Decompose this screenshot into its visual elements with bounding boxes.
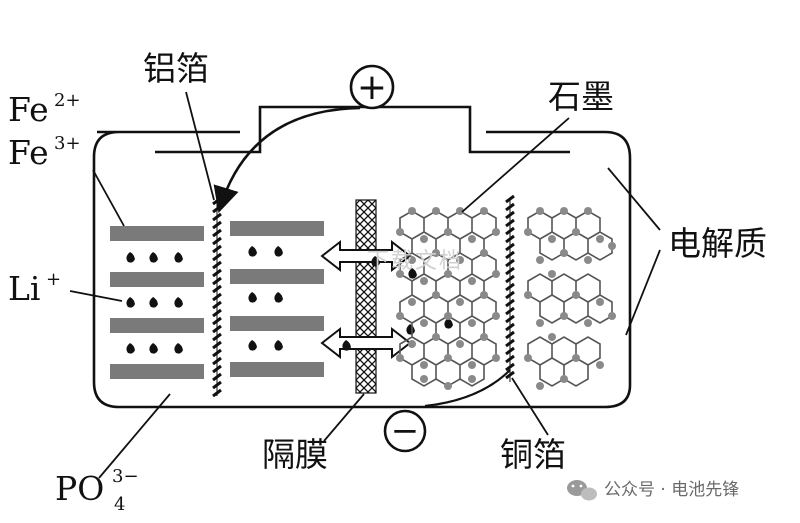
li-ion — [149, 343, 158, 354]
cathode-plate — [230, 221, 324, 236]
label-electrolyte: 电解质 — [668, 224, 767, 263]
label-fe2-charge: 2+ — [54, 90, 81, 111]
label-separator: 隔膜 — [262, 435, 328, 474]
label-li-charge: + — [46, 269, 61, 290]
cathode-plate — [230, 316, 324, 331]
li-ion — [248, 246, 257, 257]
li-ion — [274, 246, 283, 257]
leader-lines — [69, 91, 661, 479]
li-ion — [174, 297, 183, 308]
li-ion — [126, 343, 135, 354]
li-ion — [274, 292, 283, 303]
watermark-center: 下载文档 — [367, 249, 463, 274]
label-fe3-base: Fe — [8, 133, 49, 172]
copper-foil — [505, 194, 515, 382]
label-li-base: Li — [8, 269, 40, 308]
label-po4-base: PO — [55, 469, 104, 508]
li-ion — [174, 343, 183, 354]
cathode-plate — [230, 362, 324, 377]
label-graphite: 石墨 — [548, 77, 614, 116]
li-ion — [406, 324, 415, 335]
positive-terminal-sign: + — [357, 67, 387, 108]
label-copper-foil: 铜箔 — [500, 435, 566, 474]
li-ion — [274, 340, 283, 351]
negative-terminal-sign: − — [391, 411, 420, 451]
footer-watermark-text: 公众号 · 电池先锋 — [604, 480, 739, 500]
cathode-plate — [110, 226, 204, 241]
separator-membrane — [355, 199, 377, 394]
li-ion — [444, 318, 453, 329]
cathode-plate — [230, 269, 324, 284]
cathode-plates — [110, 221, 324, 379]
lithium-ions — [126, 246, 453, 354]
footer-watermark: 公众号 · 电池先锋 — [567, 480, 739, 501]
negative-terminal: − — [383, 369, 511, 453]
double-arrow-icon — [320, 239, 412, 273]
battery-casing — [92, 130, 632, 409]
label-fe2-base: Fe — [8, 90, 49, 129]
label-fe3-charge: 3+ — [54, 133, 81, 154]
external-circuit — [155, 105, 570, 213]
li-ion — [126, 297, 135, 308]
label-aluminum-foil: 铝箔 — [143, 49, 209, 88]
cathode-plate — [110, 318, 204, 333]
cathode-plate — [110, 364, 204, 379]
positive-terminal: + — [349, 64, 395, 110]
li-ion — [408, 268, 417, 279]
li-ion — [248, 292, 257, 303]
li-ion — [149, 252, 158, 263]
graphite-nodes — [396, 207, 616, 390]
li-ion — [149, 297, 158, 308]
label-po4-charge: 3− — [112, 466, 139, 487]
li-ion — [126, 252, 135, 263]
li-ion — [174, 252, 183, 263]
label-po4-subscript: 4 — [114, 494, 125, 515]
li-ion — [248, 340, 257, 351]
cathode-plate — [110, 272, 204, 287]
aluminum-foil — [212, 196, 222, 398]
wechat-icon — [567, 480, 597, 501]
